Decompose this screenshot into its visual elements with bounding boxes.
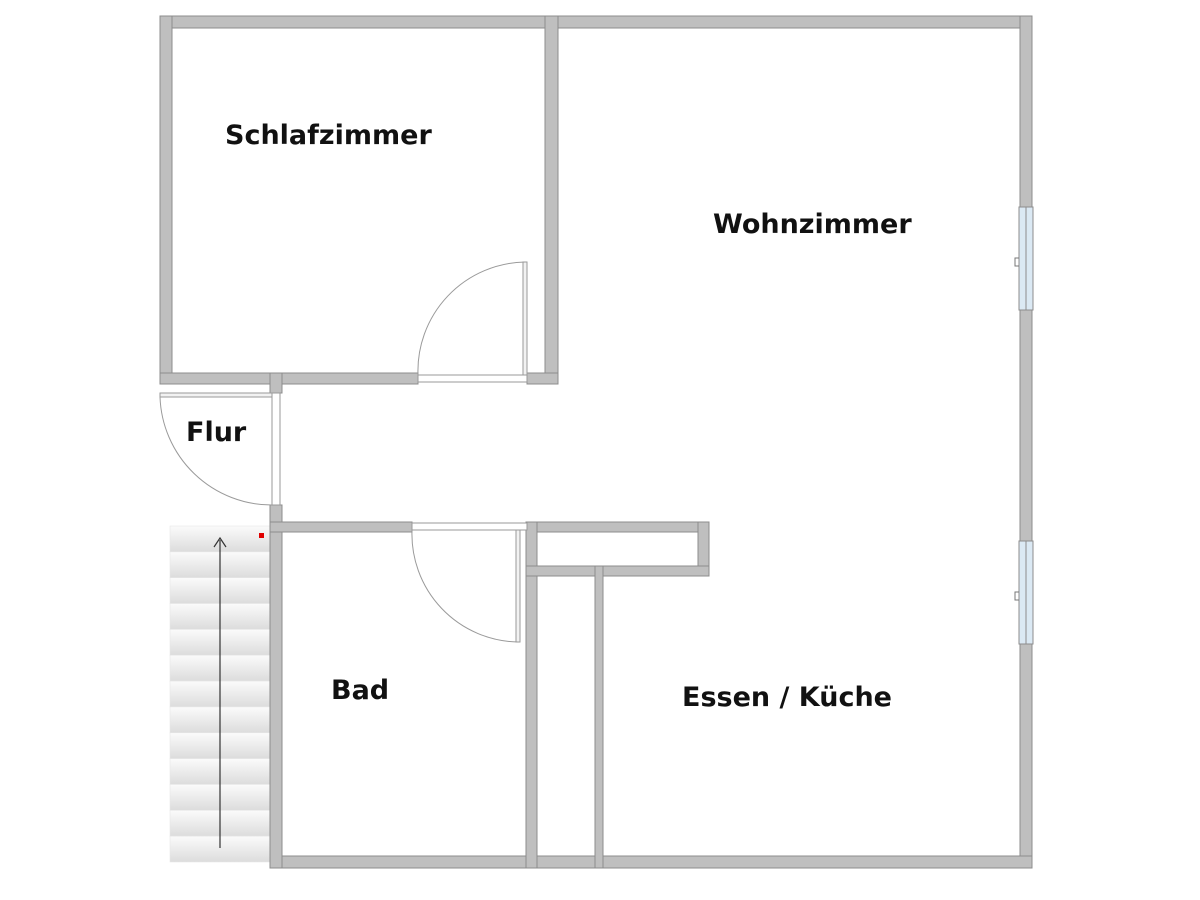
door-schlafzimmer — [417, 261, 528, 383]
stair-arrow-icon — [213, 536, 227, 548]
door-bad — [411, 522, 528, 643]
room-label-schlafzimmer: Schlafzimmer — [225, 120, 432, 151]
wall-outer-right — [1019, 15, 1033, 869]
marker-dot — [259, 533, 264, 538]
wall-bedroom-bottom-left — [159, 372, 419, 385]
wall-bad-left — [269, 521, 283, 869]
wall-bad-top-left — [269, 521, 413, 533]
stair-step — [169, 835, 271, 863]
wall-bad-top-right — [526, 521, 710, 533]
wall-shaft-right — [594, 565, 604, 869]
wall-outer-top — [159, 15, 1033, 29]
wall-counter-bottom — [525, 565, 710, 577]
door-flur — [159, 392, 281, 506]
room-label-bad: Bad — [331, 675, 390, 706]
room-label-wohnzimmer: Wohnzimmer — [713, 209, 912, 240]
wall-outer-left-bedroom — [159, 15, 173, 385]
window-wohnzimmer — [1014, 206, 1034, 311]
wall-flur-right-top — [269, 372, 283, 394]
wall-bedroom-right — [544, 15, 559, 385]
window-kueche — [1014, 540, 1034, 645]
room-label-essen-kueche: Essen / Küche — [682, 682, 892, 713]
room-label-flur: Flur — [186, 417, 247, 448]
wall-bedroom-bottom-right — [526, 372, 559, 385]
staircase — [169, 525, 271, 863]
wall-outer-bottom — [269, 855, 1033, 869]
wall-bad-right — [525, 521, 538, 869]
